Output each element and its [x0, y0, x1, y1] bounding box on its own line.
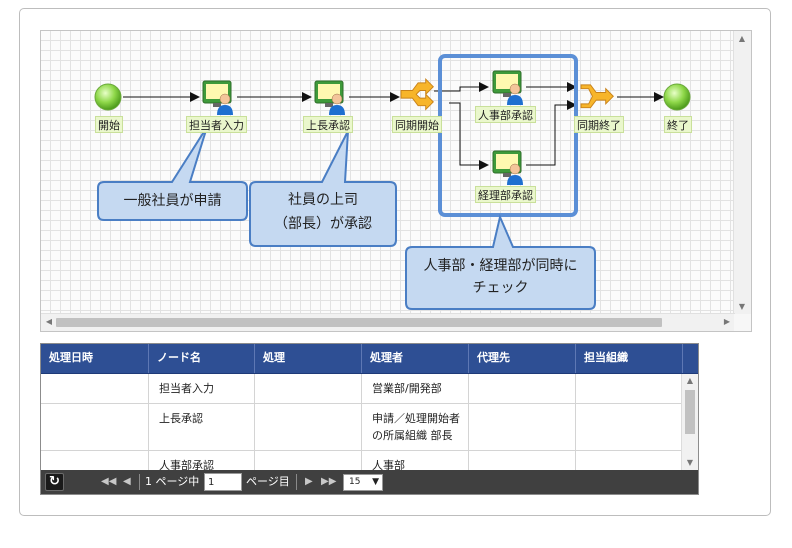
node-label-jinji[interactable]: 人事部承認 — [475, 106, 536, 123]
pager-bar: ↻ ◀◀ ◀ 1 ページ中 ページ目 ▶ ▶▶ 15 ▼ — [41, 470, 698, 494]
refresh-icon[interactable]: ↻ — [45, 473, 64, 491]
cell-proxy — [469, 404, 576, 450]
cell-node: 担当者入力 — [149, 374, 255, 403]
last-page-icon[interactable]: ▶▶ — [321, 476, 337, 487]
cell-processor: 営業部/開発部 — [362, 374, 469, 403]
column-header-processor[interactable]: 処理者 — [362, 344, 469, 373]
node-label-keiri[interactable]: 経理部承認 — [475, 186, 536, 203]
pager-of-text: 1 ページ中 — [145, 475, 200, 488]
cell-proxy — [469, 374, 576, 403]
scroll-up-icon[interactable]: ▲ — [686, 376, 694, 385]
workflow-canvas[interactable]: 開始 担当者入力 上長承認 同期開始 人事部承認 経理部承認 同期終了 終了 一… — [40, 30, 752, 332]
edge-keiri-syncend — [526, 100, 577, 166]
edge-sync-keiri — [449, 102, 489, 170]
user-task-icon — [492, 70, 523, 105]
column-header-proxy[interactable]: 代理先 — [469, 344, 576, 373]
callout-boss — [249, 130, 397, 247]
node-label-joucho[interactable]: 上長承認 — [303, 116, 353, 133]
column-header-node[interactable]: ノード名 — [149, 344, 255, 373]
callout-dept — [405, 213, 596, 310]
scroll-down-icon[interactable]: ▼ — [686, 458, 694, 467]
next-page-icon[interactable]: ▶ — [305, 476, 313, 487]
node-label-start[interactable]: 開始 — [95, 116, 123, 133]
column-header-org[interactable]: 担当組織 — [576, 344, 683, 373]
page-number-input[interactable] — [204, 473, 242, 491]
edge-sync-jinji — [434, 82, 489, 92]
cell-datetime — [41, 404, 149, 450]
cell-node: 上長承認 — [149, 404, 255, 450]
horizontal-scroll-thumb[interactable] — [56, 318, 662, 327]
scroll-down-icon[interactable]: ▼ — [738, 302, 746, 311]
parallel-highlight — [438, 54, 578, 217]
cell-org — [576, 374, 681, 403]
table-row[interactable]: 担当者入力 営業部/開発部 — [41, 374, 681, 404]
cell-action — [255, 374, 362, 403]
user-task-icon — [202, 80, 233, 115]
cell-action — [255, 451, 362, 470]
pager-page-suffix: ページ目 — [246, 475, 290, 488]
callout-boss-line1: 社員の上司 — [288, 192, 358, 208]
user-task-icon — [492, 150, 523, 185]
per-page-select[interactable]: 15 ▼ — [343, 474, 383, 491]
callout-dept-line2: チェック — [472, 280, 529, 296]
scroll-right-icon[interactable]: ▶ — [723, 317, 731, 326]
table-vertical-scrollbar[interactable]: ▲ ▼ — [681, 374, 698, 470]
end-node-icon — [663, 83, 691, 111]
column-header-action[interactable]: 処理 — [255, 344, 362, 373]
scrollbar-corner — [734, 314, 751, 331]
pager-separator — [296, 474, 297, 490]
cell-proxy — [469, 451, 576, 470]
table-scroll-thumb[interactable] — [685, 390, 695, 434]
table-body: 担当者入力 営業部/開発部 上長承認 申請／処理開始者の所属組織 部長 人事部承… — [41, 374, 681, 470]
prev-page-icon[interactable]: ◀ — [123, 476, 131, 487]
node-label-sync-start[interactable]: 同期開始 — [392, 116, 442, 133]
first-page-icon[interactable]: ◀◀ — [101, 476, 117, 487]
cell-node: 人事部承認 — [149, 451, 255, 470]
table-header: 処理日時 ノード名 処理 処理者 代理先 担当組織 — [41, 344, 698, 374]
cell-processor-line: 人事部 — [372, 459, 405, 470]
sync-start-icon — [400, 77, 434, 111]
cell-datetime — [41, 451, 149, 470]
table-row[interactable]: 人事部承認 人事部 — [41, 451, 681, 470]
pager-separator — [139, 474, 140, 490]
cell-org — [576, 404, 681, 450]
callout-general-text: 一般社員が申請 — [123, 193, 222, 209]
per-page-value: 15 — [349, 477, 361, 487]
cell-processor: 申請／処理開始者の所属組織 部長 — [362, 404, 469, 450]
sync-end-icon — [580, 84, 614, 109]
callout-general — [97, 126, 248, 221]
workflow-diagram — [94, 54, 691, 310]
scroll-up-icon[interactable]: ▲ — [738, 34, 746, 43]
connectors — [123, 82, 664, 170]
cell-processor-line: 営業部/開発部 — [372, 382, 442, 395]
cell-action — [255, 404, 362, 450]
history-table: 処理日時 ノード名 処理 処理者 代理先 担当組織 担当者入力 営業部/開発部 … — [40, 343, 699, 495]
callout-dept-line1: 人事部・経理部が同時に — [423, 258, 578, 274]
user-task-icon — [314, 80, 345, 115]
callout-boss-line2: （部長）が承認 — [274, 216, 372, 232]
canvas-vertical-scrollbar[interactable]: ▲ ▼ — [733, 31, 751, 315]
cell-processor-line: 申請／処理開始者 — [372, 412, 460, 425]
cell-processor-line: の所属組織 部長 — [372, 429, 453, 442]
node-label-tanto[interactable]: 担当者入力 — [186, 116, 247, 133]
table-row[interactable]: 上長承認 申請／処理開始者の所属組織 部長 — [41, 404, 681, 451]
cell-datetime — [41, 374, 149, 403]
scroll-left-icon[interactable]: ◀ — [45, 317, 53, 326]
dropdown-caret-icon: ▼ — [372, 477, 379, 487]
node-label-sync-end[interactable]: 同期終了 — [574, 116, 624, 133]
start-node-icon — [94, 83, 122, 111]
cell-processor: 人事部 — [362, 451, 469, 470]
cell-org — [576, 451, 681, 470]
column-header-datetime[interactable]: 処理日時 — [41, 344, 149, 373]
canvas-horizontal-scrollbar[interactable]: ◀ ▶ — [41, 313, 735, 331]
node-label-end[interactable]: 終了 — [664, 116, 692, 133]
